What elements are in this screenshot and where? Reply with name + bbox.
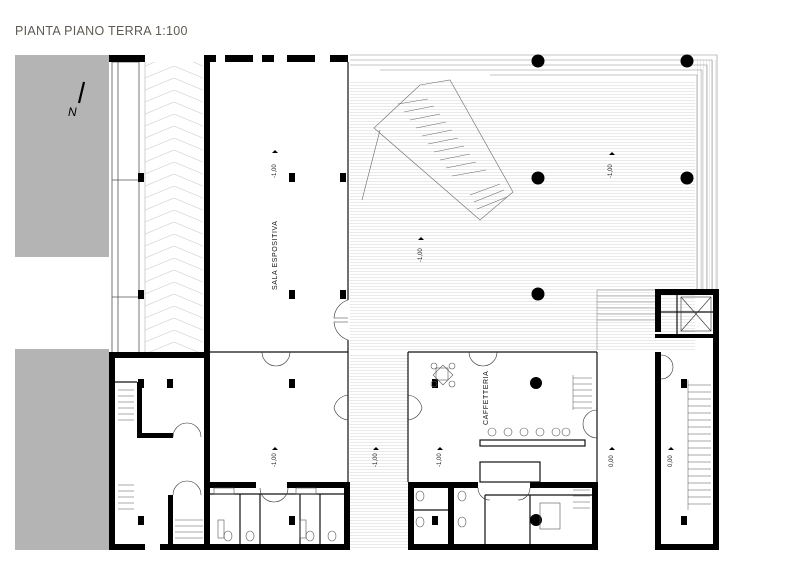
level-markers: -1,00 -1,00 -1,00 -1,00 -1,00 -1,00 0,00… bbox=[272, 164, 674, 467]
elevator-shaft bbox=[680, 296, 712, 332]
west-strip bbox=[111, 61, 140, 355]
structural-walls bbox=[109, 55, 719, 550]
central-corridor bbox=[350, 355, 408, 550]
cafe-stairs bbox=[572, 375, 592, 509]
level-corridor: -1,00 bbox=[373, 453, 379, 467]
level-cafe-left: -1,00 bbox=[437, 453, 443, 467]
restroom-fixtures bbox=[213, 487, 467, 542]
courtyard-edges bbox=[350, 54, 718, 290]
level-right-zero: 0,00 bbox=[609, 455, 615, 467]
courtyard-floor bbox=[350, 80, 695, 352]
left-block-stairs bbox=[118, 389, 203, 539]
tower-stairs bbox=[687, 380, 711, 510]
level-court-right: -1,00 bbox=[608, 164, 614, 178]
north-arrow: N bbox=[68, 81, 86, 119]
partition-walls bbox=[115, 62, 713, 544]
level-tower-zero: 0,00 bbox=[668, 455, 674, 467]
right-terrace bbox=[695, 60, 717, 292]
cafe-furniture bbox=[430, 362, 571, 530]
ramp-herringbone bbox=[145, 62, 203, 354]
adjacent-building-top bbox=[15, 55, 109, 257]
level-court-center: -1,00 bbox=[418, 248, 424, 262]
level-sala-top: -1,00 bbox=[272, 164, 278, 178]
columns bbox=[138, 54, 694, 526]
room-label-sala-espositiva: SALA ESPOSITIVA bbox=[272, 220, 279, 290]
courtyard-staircase bbox=[361, 79, 514, 221]
level-marker-symbols bbox=[272, 150, 674, 450]
door-swings bbox=[172, 299, 674, 503]
terrace-steps bbox=[596, 289, 655, 350]
plan-title: PIANTA PIANO TERRA 1:100 bbox=[15, 24, 188, 38]
north-arrow-label: N bbox=[68, 105, 77, 119]
room-label-caffetteria: CAFFETTERIA bbox=[483, 371, 490, 425]
adjacent-building-bottom bbox=[15, 349, 109, 550]
level-hall-lower: -1,00 bbox=[272, 453, 278, 467]
